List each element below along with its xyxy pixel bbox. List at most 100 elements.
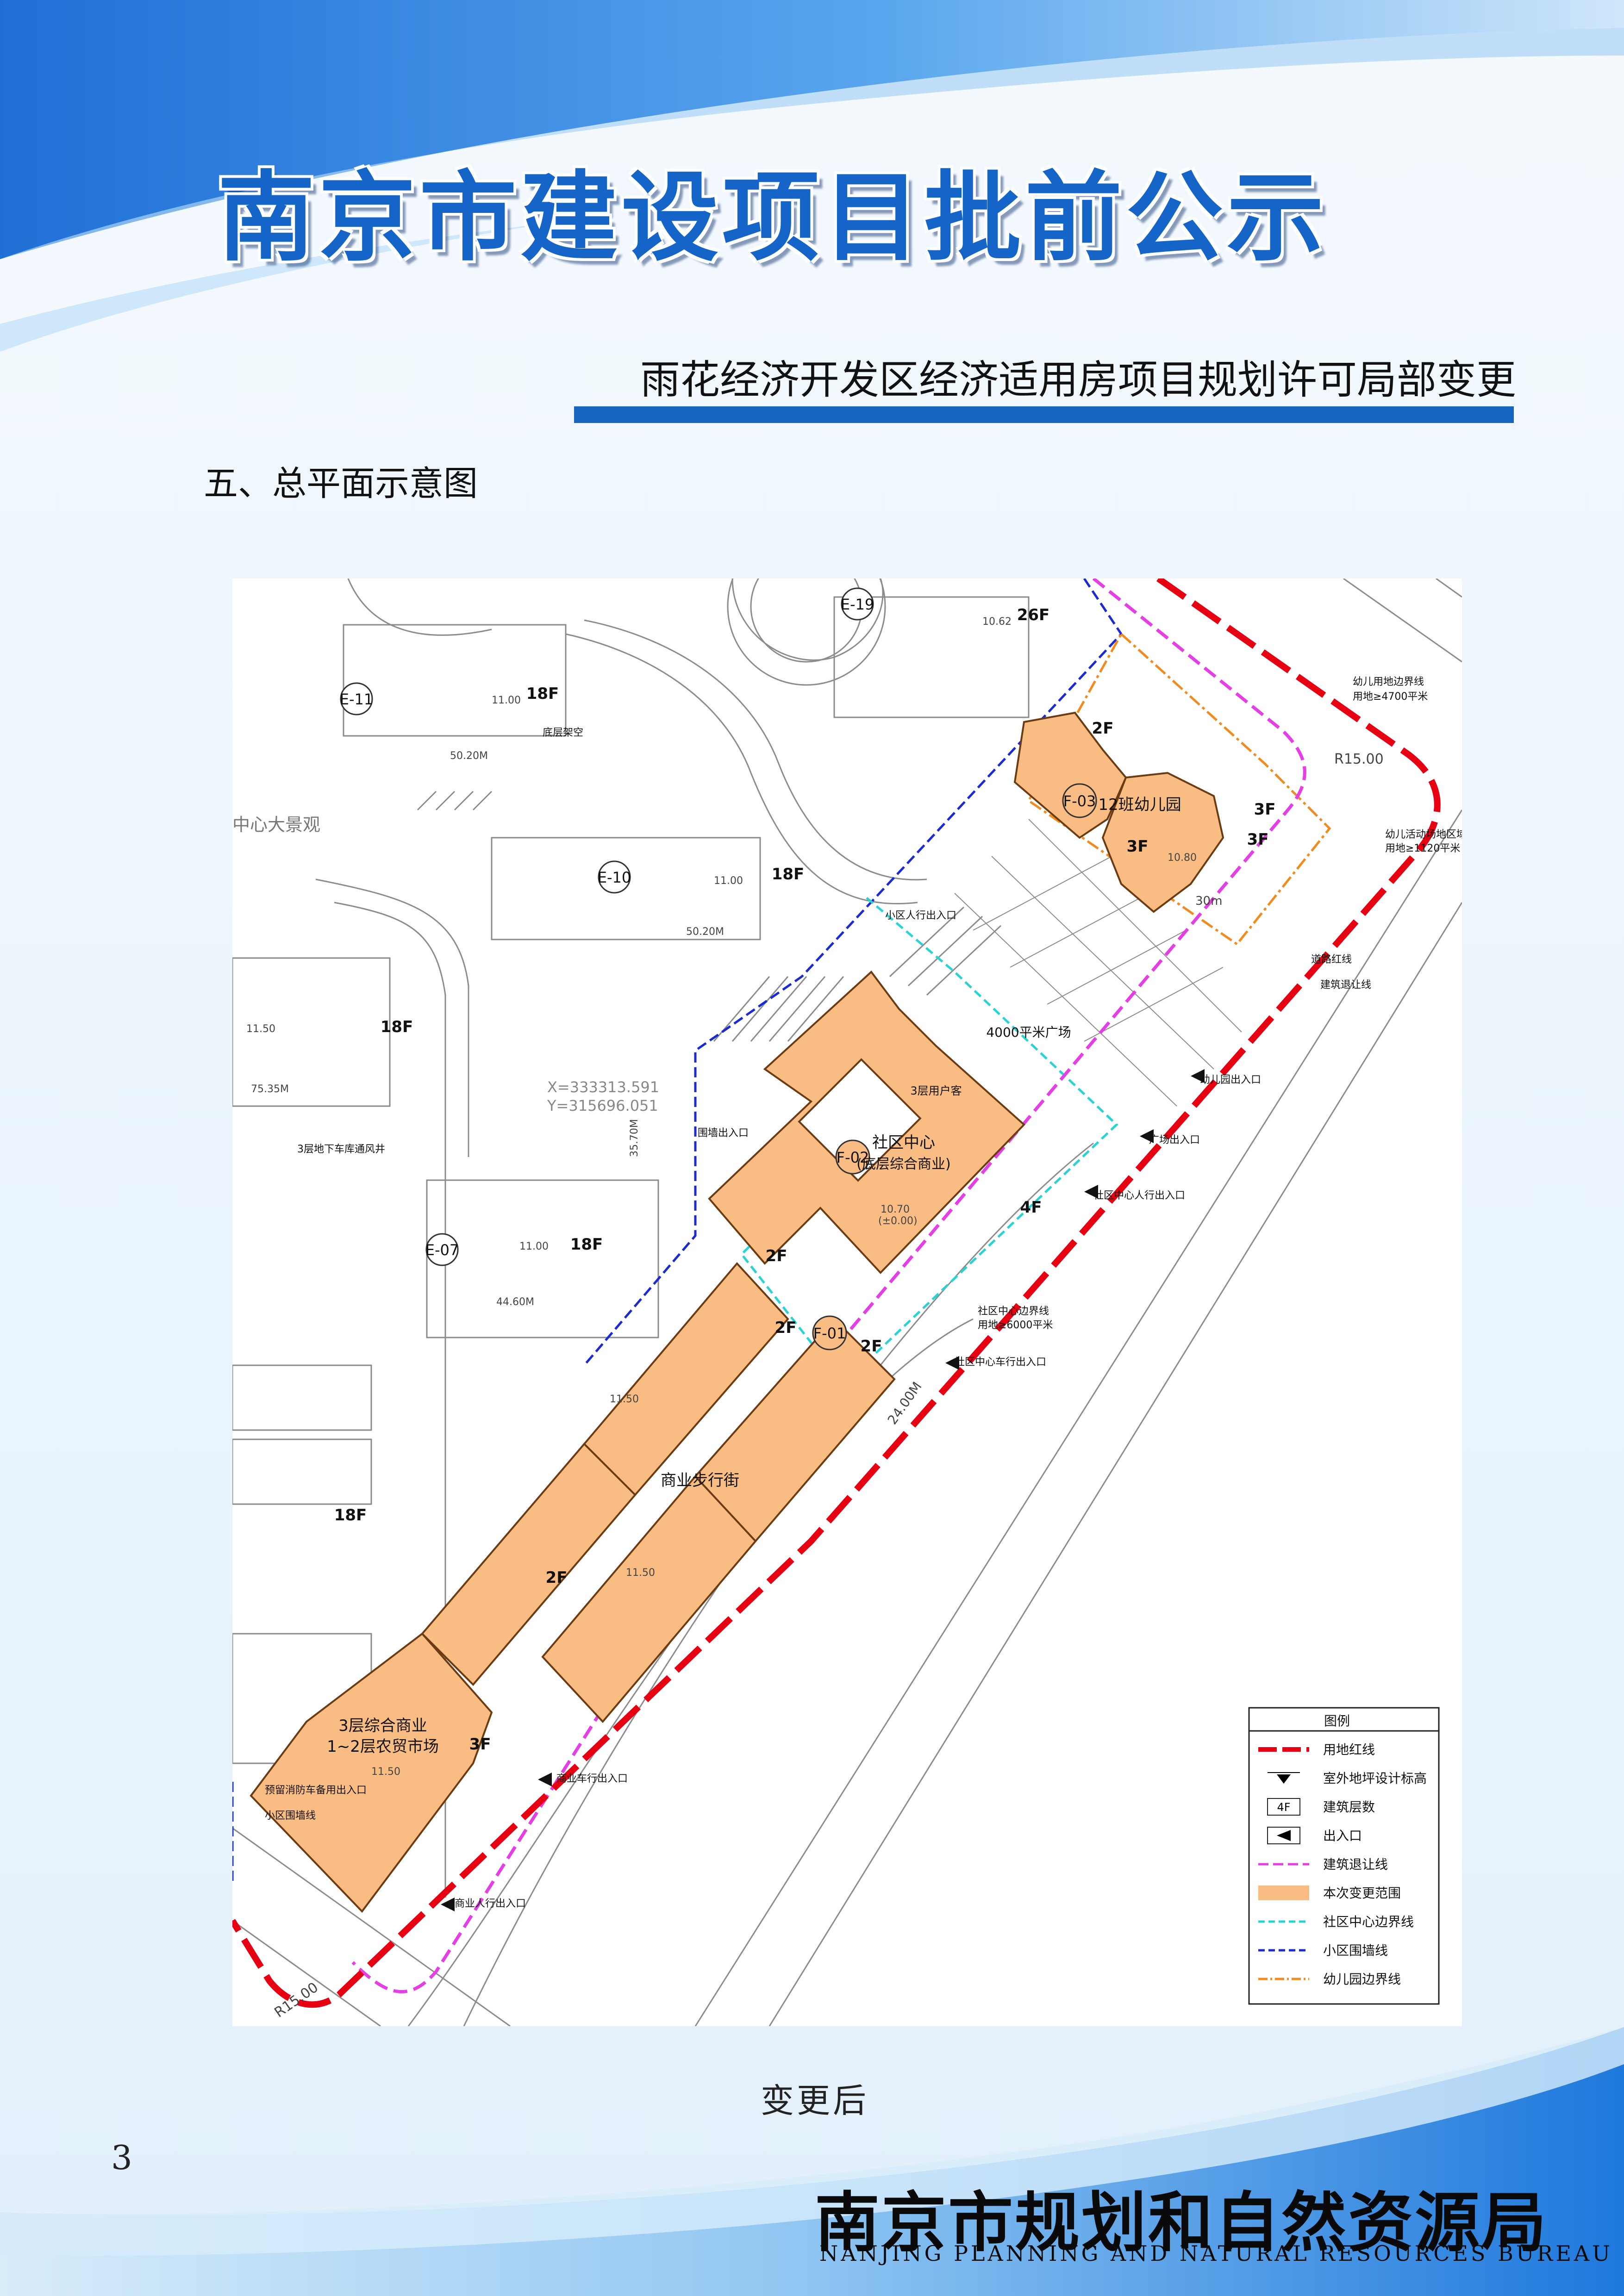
note-commercial-ped-entrance: 商业人行出入口 bbox=[455, 1898, 526, 1910]
note-ground-floor-open: 底层架空 bbox=[543, 727, 583, 739]
elev-1: 11.00 bbox=[492, 695, 521, 706]
legend-symbol-3 bbox=[1267, 1827, 1300, 1844]
label-community-2: (底层综合商业) bbox=[856, 1156, 950, 1172]
legend-symbol-1 bbox=[1268, 1772, 1300, 1784]
elev-6: 11.50 bbox=[371, 1766, 400, 1778]
elev-7: 10.70 bbox=[881, 1204, 910, 1215]
floors-k2: 3F bbox=[1127, 837, 1149, 856]
note-fence-entrance: 围墙出入口 bbox=[698, 1127, 749, 1139]
note-community-ped-entrance: 社区中心人行出入口 bbox=[1093, 1190, 1185, 1201]
floors-k1: 2F bbox=[1092, 719, 1114, 738]
floors-f01-a: 2F bbox=[766, 1247, 787, 1265]
dim-d9: 35.70M bbox=[629, 1119, 640, 1157]
elev-5: 11.50 bbox=[626, 1567, 655, 1579]
note-play-area-size: 用地≥1120平米 bbox=[1385, 843, 1460, 854]
page-number: 3 bbox=[111, 2138, 132, 2177]
note-commercial-vehicle-entrance: 商业车行出入口 bbox=[556, 1773, 628, 1785]
building-f01-south-b bbox=[541, 1475, 757, 1724]
elev-4: 11.50 bbox=[610, 1394, 639, 1405]
floors-e19: 26F bbox=[1017, 606, 1050, 624]
label-pedestrian-street: 商业步行街 bbox=[661, 1471, 739, 1490]
floors-f01-c: 2F bbox=[861, 1337, 882, 1356]
floors-f02: 4F bbox=[1020, 1198, 1042, 1217]
dim-d6: R15.00 bbox=[1334, 751, 1384, 767]
note-setback-line: 建筑退让线 bbox=[1320, 979, 1371, 991]
note-residential-ped-entrance: 小区人行出入口 bbox=[885, 910, 956, 921]
note-community-boundary: 社区中心边界线 bbox=[978, 1306, 1049, 1317]
floors-e10: 18F bbox=[772, 865, 805, 884]
subtitle-underline bbox=[574, 406, 1514, 423]
dim-d3: 75.35M bbox=[251, 1083, 289, 1095]
dim-d1: 50.20M bbox=[450, 750, 488, 762]
coord-y: Y=315696.051 bbox=[547, 1097, 658, 1114]
note-kindergarten-boundary: 幼儿用地边界线 bbox=[1353, 676, 1424, 688]
lot-label-e10: E-10 bbox=[598, 869, 631, 886]
label-plaza: 4000平米广场 bbox=[986, 1025, 1071, 1040]
lot-label-e11: E-11 bbox=[340, 691, 373, 708]
note-play-area: 幼儿活动场地区域 bbox=[1385, 829, 1462, 840]
page-title: 南京市建设项目批前公示 bbox=[218, 160, 1328, 274]
legend-label-1: 室外地坪设计标高 bbox=[1323, 1771, 1427, 1786]
elev-3: 11.00 bbox=[519, 1241, 549, 1252]
footer-organization-english: NANJING PLANNING AND NATURAL RESOURCES B… bbox=[819, 2241, 1613, 2266]
legend-label-7: 小区围墙线 bbox=[1323, 1943, 1388, 1958]
lot-label-e07: E-07 bbox=[425, 1241, 459, 1259]
dim-d8: 30m bbox=[1195, 894, 1222, 908]
label-kindergarten: 12班幼儿园 bbox=[1098, 796, 1181, 814]
label-central-landscape: 中心大景观 bbox=[232, 815, 320, 835]
plaza-grid bbox=[954, 819, 1242, 1107]
label-community-1: 社区中心 bbox=[872, 1133, 935, 1152]
floors-k3: 3F bbox=[1254, 800, 1276, 819]
lot-label-f02: F-02 bbox=[837, 1149, 869, 1166]
building-f01-north-b bbox=[421, 1443, 637, 1686]
elev-9: 10.62 bbox=[982, 616, 1012, 628]
legend-symbol-5 bbox=[1258, 1885, 1309, 1900]
coord-x: X=333313.591 bbox=[547, 1078, 659, 1096]
site-plan: F-02 F-01 F-03 E-19 E-11 E-10 E-07 26F 1… bbox=[232, 579, 1462, 2026]
project-subtitle: 雨花经济开发区经济适用房项目规划许可局部变更 bbox=[640, 357, 1516, 403]
lot-label-f03: F-03 bbox=[1063, 792, 1096, 810]
floors-e11: 18F bbox=[526, 684, 559, 703]
note-residential-wall: 小区围墙线 bbox=[265, 1810, 316, 1822]
entrance-markers bbox=[441, 1069, 1205, 1911]
building-market bbox=[250, 1632, 493, 1913]
dim-d2: 50.20M bbox=[686, 926, 724, 938]
legend-label-2: 建筑层数 bbox=[1323, 1799, 1375, 1815]
elev-8: 10.80 bbox=[1168, 852, 1197, 864]
legend-floor-sample: 4F bbox=[1277, 1801, 1290, 1814]
elev-zero: (±0.00) bbox=[878, 1215, 918, 1227]
floors-market: 3F bbox=[469, 1735, 491, 1754]
note-underground-garage: 3层地下车库通风井 bbox=[297, 1144, 385, 1155]
dim-d4: 44.60M bbox=[496, 1296, 534, 1308]
note-kindergarten-entrance: 幼儿园出入口 bbox=[1200, 1074, 1261, 1086]
change-area-buildings bbox=[250, 711, 1224, 1913]
legend-symbol-2: 4F bbox=[1267, 1798, 1300, 1816]
legend-label-6: 社区中心边界线 bbox=[1323, 1914, 1414, 1929]
legend-title: 图例 bbox=[1324, 1713, 1350, 1729]
legend-label-3: 出入口 bbox=[1323, 1828, 1362, 1843]
floors-k4: 3F bbox=[1247, 830, 1269, 849]
label-parking-note: 3层用户客 bbox=[910, 1084, 962, 1097]
note-road-red-line: 道路红线 bbox=[1311, 954, 1352, 965]
plan-caption: 变更后 bbox=[760, 2081, 869, 2120]
floors-w1: 18F bbox=[381, 1018, 413, 1036]
elev-2: 11.00 bbox=[714, 875, 743, 887]
floors-w2: 18F bbox=[334, 1506, 367, 1524]
lot-markers bbox=[340, 587, 1097, 1350]
floors-f01-b: 2F bbox=[775, 1319, 797, 1337]
lot-label-e19: E-19 bbox=[841, 596, 874, 613]
lot-label-f01: F-01 bbox=[813, 1325, 846, 1342]
elev-10: 11.50 bbox=[246, 1023, 275, 1035]
building-f03-a bbox=[1013, 711, 1127, 839]
site-plan-drawing: F-02 F-01 F-03 E-19 E-11 E-10 E-07 26F 1… bbox=[232, 579, 1462, 2026]
note-fire-access: 预留消防车备用出入口 bbox=[265, 1785, 367, 1796]
label-market-2: 1~2层农贸市场 bbox=[327, 1737, 439, 1756]
floors-mid: 2F bbox=[546, 1568, 568, 1587]
section-heading: 五、总平面示意图 bbox=[204, 464, 478, 504]
legend-label-8: 幼儿园边界线 bbox=[1323, 1972, 1401, 1987]
footer-organization: 南京市规划和自然资源局 bbox=[815, 2185, 1549, 2261]
note-kindergarten-area: 用地≥4700平米 bbox=[1353, 691, 1428, 703]
legend-label-5: 本次变更范围 bbox=[1323, 1885, 1401, 1901]
floors-e07: 18F bbox=[570, 1235, 603, 1254]
building-f03-b bbox=[1101, 772, 1224, 913]
